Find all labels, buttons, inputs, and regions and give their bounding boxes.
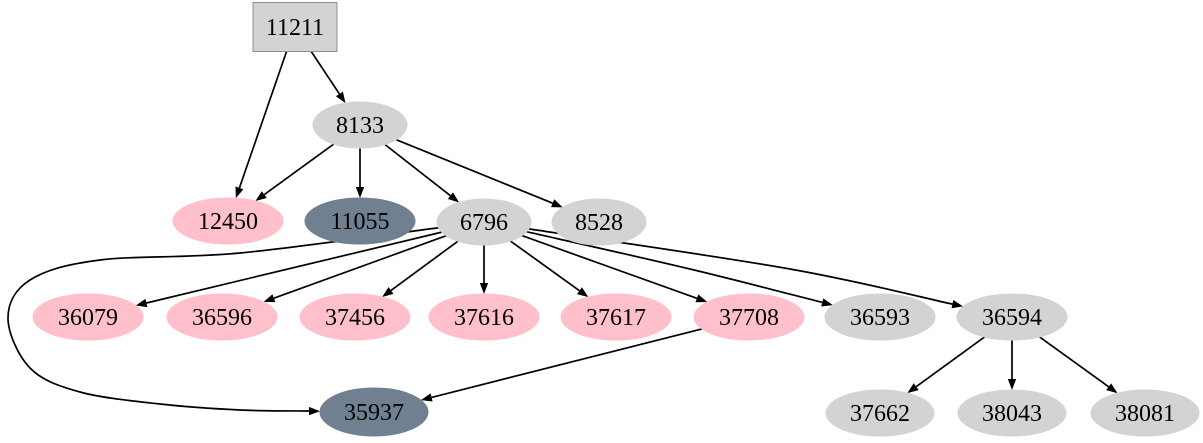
arrowhead-icon xyxy=(551,199,563,208)
edge-6796-37456 xyxy=(390,240,459,292)
node-ellipse-8528 xyxy=(551,198,647,246)
node-label-38081: 38081 xyxy=(1115,401,1175,427)
edge-37708-35937 xyxy=(431,328,703,399)
edge-6796-36079 xyxy=(146,231,442,304)
node-ellipse-35937 xyxy=(319,387,429,437)
node-label-37708: 37708 xyxy=(719,305,779,331)
arrowhead-icon xyxy=(235,186,244,199)
arrowhead-icon xyxy=(355,187,365,198)
node-label-12450: 12450 xyxy=(198,209,258,235)
arrowhead-icon xyxy=(255,191,267,202)
arrowhead-icon xyxy=(263,294,276,303)
edge-6796-36596 xyxy=(273,234,447,299)
edge-layer xyxy=(7,51,1118,416)
arrowhead-icon xyxy=(335,91,346,104)
edge-11211-12450 xyxy=(238,51,288,189)
edge-8133-6796 xyxy=(384,143,451,197)
node-37456: 37456 xyxy=(299,293,411,341)
node-box-11211 xyxy=(252,2,338,52)
edge-8133-12450 xyxy=(263,143,335,196)
node-8133: 8133 xyxy=(312,101,408,149)
node-label-37456: 37456 xyxy=(325,305,385,331)
arrowhead-icon xyxy=(447,192,460,203)
node-ellipse-37617 xyxy=(560,293,672,341)
arrowhead-icon xyxy=(308,406,321,416)
node-36593: 36593 xyxy=(824,293,936,341)
node-label-11055: 11055 xyxy=(330,209,389,235)
edge-6796-37708 xyxy=(521,234,698,300)
node-11211: 11211 xyxy=(252,2,338,52)
node-36596: 36596 xyxy=(166,293,278,341)
node-label-37662: 37662 xyxy=(850,401,910,427)
node-label-36593: 36593 xyxy=(850,305,910,331)
arrowhead-icon xyxy=(479,283,489,294)
node-ellipse-37616 xyxy=(428,293,540,341)
node-ellipse-38043 xyxy=(957,389,1067,437)
arrowhead-icon xyxy=(951,300,964,309)
node-ellipse-37708 xyxy=(693,293,805,341)
edge-36594-37662 xyxy=(915,336,986,388)
node-label-6796: 6796 xyxy=(460,210,508,236)
arrowhead-icon xyxy=(907,383,919,394)
arrowhead-icon xyxy=(576,287,589,298)
edge-36594-38081 xyxy=(1039,336,1110,388)
node-36594: 36594 xyxy=(956,293,1068,341)
node-layer: 11211 8133 12450 11055 6796 8528 36079 36596 374… xyxy=(32,2,1200,437)
node-6796: 6796 xyxy=(436,198,532,246)
edge-8133-8528 xyxy=(395,138,553,204)
arrowhead-icon xyxy=(695,294,708,303)
node-ellipse-38081 xyxy=(1090,389,1200,437)
edge-6796-35937 xyxy=(7,226,439,412)
node-ellipse-36594 xyxy=(956,293,1068,341)
arrowhead-icon xyxy=(821,298,833,307)
node-ellipse-11055 xyxy=(304,197,416,245)
node-label-36594: 36594 xyxy=(982,305,1042,331)
node-label-36596: 36596 xyxy=(192,305,252,331)
node-ellipse-37662 xyxy=(825,389,935,437)
node-ellipse-8133 xyxy=(312,101,408,149)
node-35937: 35937 xyxy=(319,387,429,437)
arrowhead-icon xyxy=(382,287,394,297)
arrowhead-icon xyxy=(420,393,433,402)
node-ellipse-36079 xyxy=(32,293,144,341)
node-ellipse-12450 xyxy=(172,197,284,245)
node-label-36079: 36079 xyxy=(58,305,118,331)
node-ellipse-6796 xyxy=(436,198,532,246)
node-label-38043: 38043 xyxy=(982,401,1042,427)
node-11055: 11055 xyxy=(304,197,416,245)
node-37662: 37662 xyxy=(825,389,935,437)
node-8528: 8528 xyxy=(551,198,647,246)
node-ellipse-36593 xyxy=(824,293,936,341)
node-ellipse-37456 xyxy=(299,293,411,341)
node-38043: 38043 xyxy=(957,389,1067,437)
node-label-8528: 8528 xyxy=(575,210,623,236)
node-label-35937: 35937 xyxy=(344,400,404,426)
node-label-37617: 37617 xyxy=(586,305,646,331)
node-38081: 38081 xyxy=(1090,389,1200,437)
arrowhead-icon xyxy=(1106,383,1118,394)
node-ellipse-36596 xyxy=(166,293,278,341)
node-37617: 37617 xyxy=(560,293,672,341)
node-36079: 36079 xyxy=(32,293,144,341)
edge-6796-37617 xyxy=(509,240,580,292)
node-label-37616: 37616 xyxy=(454,305,514,331)
edge-6796-36593 xyxy=(526,230,823,304)
arrowhead-icon xyxy=(135,298,148,308)
arrowhead-icon xyxy=(1007,379,1017,390)
node-37708: 37708 xyxy=(693,293,805,341)
edge-11211-8133 xyxy=(310,51,341,95)
node-12450: 12450 xyxy=(172,197,284,245)
node-37616: 37616 xyxy=(428,293,540,341)
node-label-8133: 8133 xyxy=(336,113,384,139)
node-label-11211: 11211 xyxy=(266,15,324,41)
